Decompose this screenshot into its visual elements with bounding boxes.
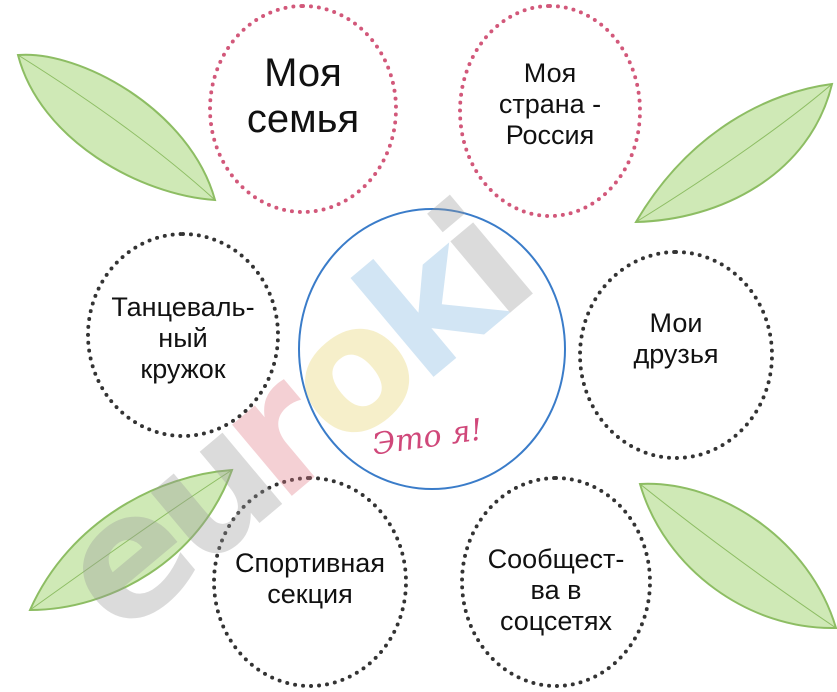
bubble-country: [458, 4, 642, 218]
bubble-social: [460, 476, 652, 688]
bubble-country-line-2: страна -: [498, 89, 602, 120]
center-circle: [298, 208, 566, 490]
bubble-friends-line-1: Мои: [649, 308, 703, 338]
bubble-dance-line-3: кружок: [140, 354, 226, 385]
bubble-friends-line-2: друзья: [633, 339, 719, 370]
bubble-friends: [578, 250, 774, 460]
bubble-country-label: Моя страна - Россия: [458, 58, 642, 151]
bubble-dance-label: Танцеваль- ный кружок: [86, 292, 280, 385]
bubble-country-line-1: Моя: [523, 58, 577, 88]
bubble-family: [208, 4, 398, 214]
bubble-social-line-1: Сообщест-: [487, 544, 625, 574]
bubble-sport: [212, 476, 408, 688]
bubble-dance-line-1: Танцеваль-: [111, 292, 255, 322]
bubble-sport-label: Спортивная секция: [212, 548, 408, 610]
bubble-friends-label: Мои друзья: [578, 308, 774, 370]
bubble-sport-line-1: Спортивная: [235, 548, 385, 578]
bubble-family-line-2: семья: [246, 97, 360, 141]
bubble-family-label: Моя семья: [208, 50, 398, 142]
bubble-country-line-3: Россия: [505, 120, 595, 151]
bubble-family-line-1: Моя: [264, 51, 342, 95]
bubble-dance-line-2: ный: [158, 323, 208, 354]
bubble-social-line-2: ва в: [530, 575, 582, 606]
bubble-sport-line-2: секция: [267, 579, 353, 610]
bubble-dance: [86, 232, 280, 438]
bubble-social-line-3: соцсетях: [499, 606, 613, 637]
bubble-social-label: Сообщест- ва в соцсетях: [460, 544, 652, 637]
